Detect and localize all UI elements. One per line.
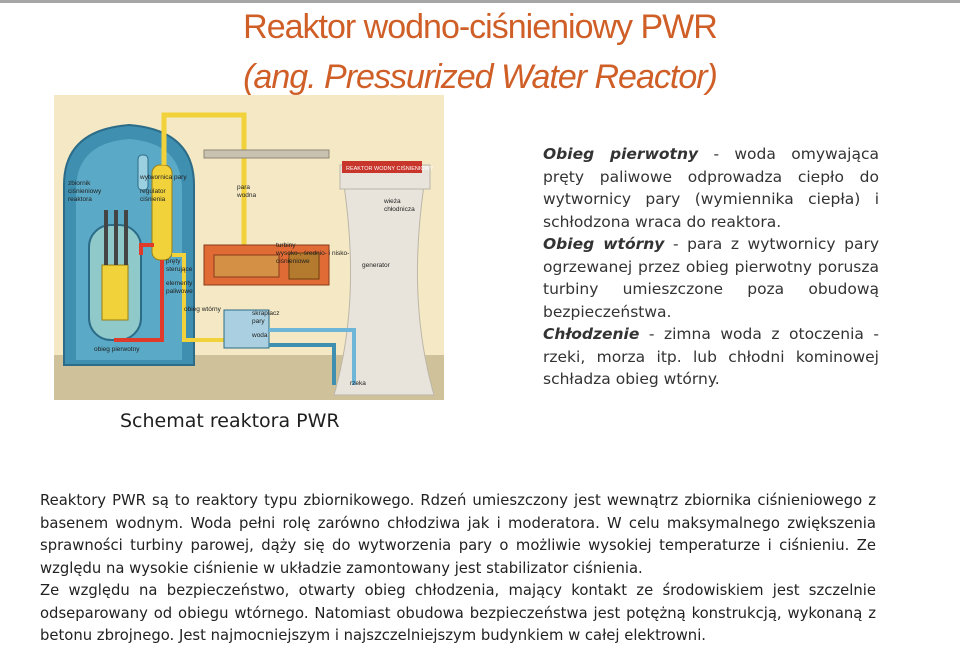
label-wieza: wieża [383, 198, 401, 205]
label-paliwowe: paliwowe [166, 288, 193, 295]
side-paragraph-secondary: Obieg wtórny - para z wytwornicy pary og… [543, 233, 879, 323]
label-obieg-pierwotny: obieg pierwotny [94, 346, 140, 353]
term-secondary-loop: Obieg wtórny [543, 235, 665, 253]
label-wodna: wodna [236, 192, 257, 199]
bottom-description: Reaktory PWR są to reaktory typu zbiorni… [40, 490, 876, 648]
secondary-loop-return [172, 253, 244, 342]
label-prety: pręty [166, 258, 181, 265]
condenser [223, 309, 270, 349]
label-skraplacz: skraplacz [252, 310, 279, 317]
pressurizer [137, 154, 149, 191]
top-rule [0, 0, 960, 3]
primary-loop-cold [114, 260, 164, 342]
title-line-2: (ang. Pressurized Water Reactor) [243, 58, 718, 96]
label-turbiny-types: wysoko-, średnio- i nisko- [275, 250, 349, 257]
label-generator: generator [362, 262, 391, 269]
label-regulator: regulator [140, 188, 166, 195]
term-primary-loop: Obieg pierwotny [543, 145, 699, 163]
generator [288, 252, 320, 280]
label-cisnieniowe: ciśnieniowe [276, 258, 310, 265]
label-cisnienia: ciśnienia [140, 196, 166, 203]
label-rzeka: rzeka [350, 380, 366, 387]
control-rod-1 [104, 210, 108, 265]
label-cisnieniowy: ciśnieniowy [68, 188, 102, 195]
side-paragraph-primary: Obieg pierwotny - woda omywająca pręty p… [543, 143, 879, 233]
cooling-loop [269, 328, 356, 385]
bottom-paragraph-2: Ze względu na bezpieczeństwo, otwarty ob… [40, 582, 876, 644]
primary-loop-hot [139, 243, 154, 255]
cooling-loop-return [269, 343, 336, 385]
label-chlodnicza: chłodnicza [384, 206, 415, 213]
label-pary: pary [252, 318, 265, 325]
pwr-diagram-svg: REAKTOR WODNY CIŚNIENIOWY zbiornik ciśni… [54, 95, 444, 400]
diagram-caption: Schemat reaktora PWR [120, 410, 340, 432]
desc-primary-loop: - woda omywająca pręty paliwowe odprowad… [543, 145, 879, 231]
slide-title: Reaktor wodno-ciśnieniowy PWR (ang. Pres… [0, 2, 960, 102]
secondary-loop-steam [161, 112, 247, 245]
label-zbiornik: zbiornik [68, 180, 91, 187]
turbine-hall-roof [203, 149, 330, 159]
side-description: Obieg pierwotny - woda omywająca pręty p… [543, 143, 879, 391]
label-obieg-wtorny: obieg wtórny [184, 306, 222, 313]
pwr-diagram: REAKTOR WODNY CIŚNIENIOWY zbiornik ciśni… [54, 95, 444, 400]
fuel-elements [101, 264, 129, 321]
label-para: para [237, 184, 250, 191]
control-rod-2 [114, 210, 118, 265]
desc-secondary-loop: - para z wytwornicy pary ogrzewanej prze… [543, 235, 880, 321]
label-sterujace: sterujące [166, 266, 193, 273]
turbines [213, 254, 280, 278]
label-turbiny: turbiny [276, 242, 296, 249]
label-woda: woda [251, 332, 268, 339]
bottom-paragraph-1: Reaktory PWR są to reaktory typu zbiorni… [40, 492, 876, 577]
label-wytwornica-pary: wytwornica pary [139, 174, 187, 181]
desc-cooling: - zimna woda z otoczenia - rzeki, morza … [543, 325, 879, 388]
term-cooling: Chłodzenie [543, 325, 640, 343]
banner-box [342, 161, 422, 173]
label-reaktora: reaktora [68, 196, 92, 203]
banner-label: REAKTOR WODNY CIŚNIENIOWY [346, 164, 434, 172]
label-elementy: elementy [166, 280, 193, 287]
title-line-1: Reaktor wodno-ciśnieniowy PWR [243, 8, 718, 46]
side-paragraph-cooling: Chłodzenie - zimna woda z otoczenia - rz… [543, 323, 879, 391]
control-rod-3 [124, 210, 128, 265]
